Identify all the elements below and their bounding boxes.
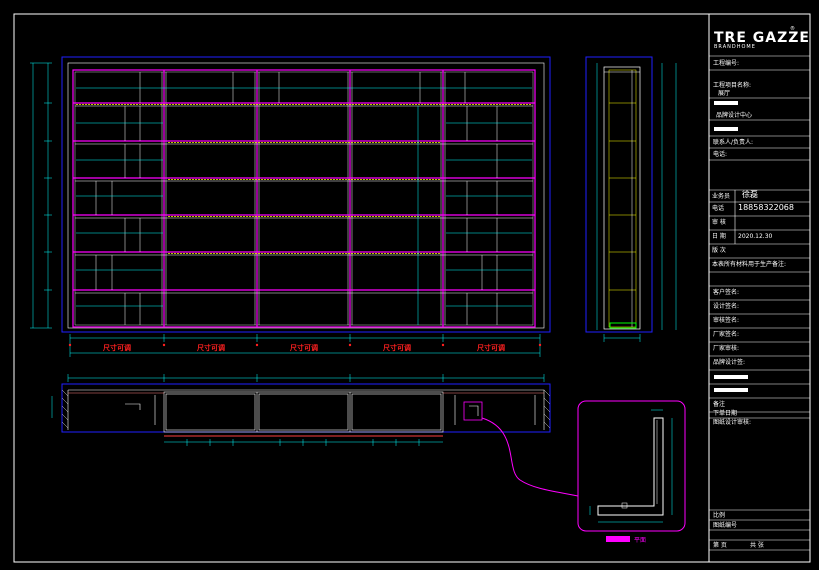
title-bar [714,127,738,131]
review-label: 审 核 [712,219,726,226]
contact-phone: 18858322068 [738,203,794,212]
page-label: 第 页 [713,542,727,549]
detail-callout[interactable] [481,400,686,532]
title-bar [714,388,748,392]
brand-logo: TRE GAZZE BRANDHOME [714,27,810,50]
field-client-sign: 客户签名: [713,289,740,296]
project-no-label: 工程编号: [713,60,740,67]
dim-label-adjustable: 尺寸可调 [197,344,225,352]
date-value: 2020.12.30 [738,233,773,240]
dim-label-adjustable: 尺寸可调 [477,344,505,352]
sales-name: 徐磊 [742,190,758,199]
field-design-sign: 设计签名: [713,303,740,310]
title-bar [714,375,748,379]
brand-tagline: BRANDHOME [714,44,756,50]
plan-view[interactable] [51,374,551,446]
title-block-grid [709,55,810,551]
client-name-label: 工程项目名称: [713,82,752,89]
sales-label: 业务员 [712,193,731,200]
dim-label-adjustable: 尺寸可调 [103,344,131,352]
dim-label-adjustable: 尺寸可调 [290,344,318,352]
remark-row: 备注 [713,401,726,408]
date-label: 日 期 [712,233,726,240]
dim-markers [68,343,542,347]
field-review-sign: 审核签名: [713,317,740,324]
order-date-row: 下单日期 [713,410,738,417]
owner-label: 联系人/负责人: [713,139,754,146]
legend-label: 平面 [634,537,647,544]
front-elevation[interactable] [30,56,551,357]
review-row: 图纸设计审核: [713,419,752,426]
dim-label-adjustable: 尺寸可调 [383,344,411,352]
remark-label: 本表所有材料用于生产备注: [712,261,787,268]
registered-mark: ® [790,26,795,32]
phone-label: 电话: [713,151,728,158]
title-block-frame [708,13,811,563]
title-bar [714,101,738,105]
scale-label: 比例 [713,512,726,519]
side-elevation[interactable] [585,56,677,342]
field-brand-sign: 品牌设计签: [713,359,746,366]
brand-name: TRE GAZZE [714,30,810,46]
total-label: 共 张 [750,542,764,549]
version-label: 版 次 [712,247,726,254]
drawing-no-label: 图纸编号 [713,522,738,529]
field-factory-sign: 厂家签名: [713,331,740,338]
legend-swatch [606,536,630,542]
sheet-border [13,13,811,563]
field-factory-review: 厂家审核: [713,345,740,352]
room-name: 展厅 [718,90,731,97]
contact-label: 电话 [712,205,725,212]
center-name: 品牌设计中心 [716,112,753,119]
